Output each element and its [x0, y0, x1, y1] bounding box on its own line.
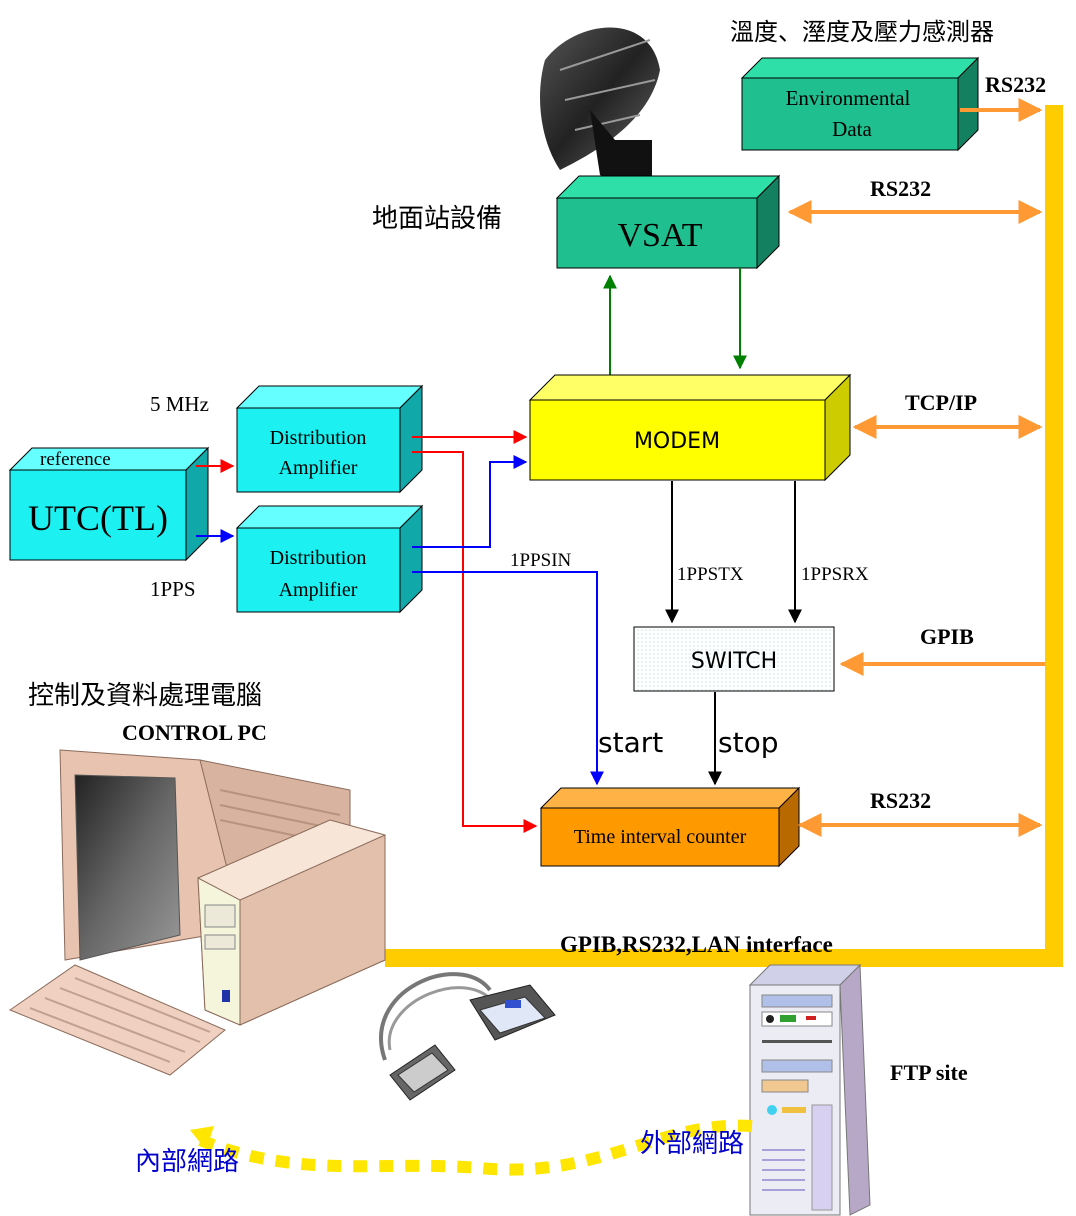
ground-station-label: 地面站設備 [372, 204, 502, 234]
pps-rx-label: 1PPSRX [801, 564, 869, 585]
gpib-label: GPIB [920, 624, 974, 649]
rs232-env-label: RS232 [985, 72, 1046, 97]
environmental-data-box: Environmental Data [740, 56, 980, 152]
switch-box: SWITCH [633, 626, 835, 692]
env-label-2: Data [832, 117, 872, 141]
control-pc-label: CONTROL PC [122, 720, 267, 745]
counter-label: Time interval counter [574, 826, 747, 848]
one-pps-label: 1PPS [150, 577, 196, 601]
distribution-amplifier-1: Distribution Amplifier [235, 384, 424, 494]
desktop-computer-icon [8, 749, 386, 1076]
dist2-label-2: Amplifier [279, 579, 358, 601]
start-label: start [598, 726, 663, 759]
network-dotted-link [197, 1119, 753, 1176]
network-arrow-head [190, 1126, 214, 1150]
control-pc-cn-label: 控制及資料處理電腦 [28, 681, 262, 711]
interface-bus [385, 105, 1063, 967]
modem-label: MODEM [634, 429, 720, 454]
dist2-to-modem-blue [412, 455, 528, 548]
server-tower-icon [748, 963, 871, 1216]
pps-tx-label: 1PPSTX [677, 564, 744, 585]
five-mhz-label: 5 MHz [150, 392, 209, 416]
tcpip-label: TCP/IP [905, 390, 977, 415]
external-network-label: 外部網路 [640, 1129, 744, 1159]
utc-reference-box: reference UTC(TL) [8, 446, 210, 562]
time-interval-counter-box: Time interval counter [539, 786, 801, 868]
stop-label: stop [718, 726, 778, 759]
switch-label: SWITCH [691, 649, 777, 674]
vsat-box: VSAT [555, 174, 781, 270]
dist2-label-1: Distribution [270, 547, 367, 569]
parallel-cable-icon [379, 972, 556, 1101]
ftp-site-label: FTP site [890, 1060, 968, 1085]
dist1-to-counter-red [412, 451, 538, 833]
distribution-amplifier-2: Distribution Amplifier [235, 504, 424, 614]
vsat-label: VSAT [617, 217, 702, 254]
dist2-to-counter-start-blue [412, 571, 604, 786]
sensor-title: 溫度、溼度及壓力感測器 [730, 18, 994, 46]
dist1-label-2: Amplifier [279, 457, 358, 479]
pps-in-label: 1PPSIN [510, 550, 572, 571]
internal-network-label: 內部網路 [135, 1147, 239, 1177]
dist1-label-1: Distribution [270, 427, 367, 449]
env-label-1: Environmental [786, 86, 911, 110]
rs232-vsat-label: RS232 [870, 176, 931, 201]
satellite-dish-icon [540, 27, 660, 185]
rs232-counter-label: RS232 [870, 788, 931, 813]
modem-box: MODEM [528, 373, 852, 482]
reference-label: reference [40, 449, 111, 470]
utc-label: UTC(TL) [28, 498, 168, 538]
bus-label: GPIB,RS232,LAN interface [560, 932, 833, 957]
